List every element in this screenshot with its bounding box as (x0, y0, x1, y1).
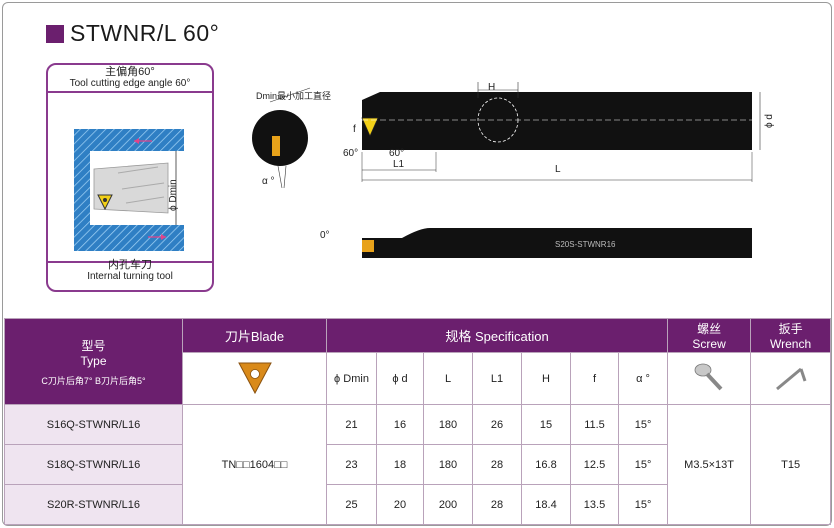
value-cell: 12.5 (570, 444, 619, 485)
type-cell: S16Q-STWNR/L16 (4, 404, 183, 445)
type-cell: S18Q-STWNR/L16 (4, 444, 183, 485)
screw-cell: M3.5×13T (667, 404, 752, 525)
dim-l1: L1 (393, 159, 405, 170)
col-l: L (423, 352, 473, 405)
angle-right: 60° (389, 148, 405, 159)
screw-header-cn: 螺丝 (697, 322, 722, 336)
value-cell: 16.8 (521, 444, 571, 485)
tool-info-card: 主偏角60° Tool cutting edge angle 60° (46, 63, 214, 292)
technical-drawing (252, 82, 761, 258)
value-cell: 15° (617, 444, 669, 485)
value-cell: 28 (472, 444, 522, 485)
table-row: S16Q-STWNR/L16 TN□□1604□□ 21 16 180 26 1… (4, 404, 832, 525)
wrench-header-en: Wrench (770, 337, 812, 351)
value-cell: 20 (376, 484, 424, 525)
dim-zero-angle: 0° (320, 230, 330, 241)
bar-side-view (362, 228, 752, 258)
header-row-1: 型号 Type C刀片后角7° B刀片后角5° 刀片Blade 规格 Speci… (4, 318, 832, 405)
card-footer-cn: 内孔车刀 (108, 259, 152, 271)
card-title-cn: 主偏角60° (105, 66, 155, 78)
value-cell: 180 (423, 444, 473, 485)
blade-header: 刀片Blade (182, 318, 327, 353)
side-view-insert (362, 240, 374, 252)
card-illustration: ϕ Dmin (48, 91, 212, 263)
card-footer-en: Internal turning tool (87, 271, 173, 282)
value-cell: 18 (376, 444, 424, 485)
card-title-en: Tool cutting edge angle 60° (69, 78, 191, 89)
value-cell: 23 (326, 444, 377, 485)
value-cell: 16 (376, 404, 424, 445)
page-title: STWNR/L 60° (70, 20, 220, 46)
insert-icon (237, 362, 272, 395)
value-cell: 180 (423, 404, 473, 445)
type-cell: S20R-STWNR/L16 (4, 484, 183, 525)
end-view-insert (272, 136, 280, 156)
spec-table: 型号 Type C刀片后角7° B刀片后角5° 刀片Blade 规格 Speci… (4, 318, 832, 525)
type-header: 型号 Type C刀片后角7° B刀片后角5° (4, 318, 183, 405)
col-l1: L1 (472, 352, 522, 405)
col-dmin: ϕ Dmin (326, 352, 377, 405)
value-cell: 21 (326, 404, 377, 445)
col-f: f (570, 352, 619, 405)
blade-image-cell (182, 352, 327, 405)
card-footer: 内孔车刀 Internal turning tool (48, 259, 212, 283)
col-d: ϕ d (376, 352, 424, 405)
value-cell: 15° (617, 404, 669, 445)
col-alpha: α ° (617, 352, 669, 405)
value-cell: 13.5 (570, 484, 619, 525)
workpiece-bottom (74, 225, 184, 251)
workpiece-top (74, 129, 184, 151)
dmin-note: Dmin最小加工直径 (256, 91, 332, 101)
value-cell: 18.4 (521, 484, 571, 525)
bar-top-view (362, 92, 752, 150)
screw-header-en: Screw (692, 337, 726, 351)
value-cell: 15 (521, 404, 571, 445)
header-row-2: ϕ Dmin ϕ d L L1 H f α ° (5, 352, 832, 405)
screw-header: 螺丝 Screw (667, 318, 752, 353)
value-cell: 15° (617, 484, 669, 525)
bar-marking: S20S-STWNR16 (555, 240, 616, 249)
dim-h: H (488, 82, 496, 93)
top-view-insert (361, 117, 379, 137)
title-block: STWNR/L 60° (46, 20, 219, 47)
wrench-header-cn: 扳手 (778, 322, 803, 336)
wrench-icon (775, 367, 807, 391)
title-marker (46, 24, 64, 43)
angle-left: 60° (343, 148, 359, 159)
value-cell: 200 (423, 484, 473, 525)
value-cell: 28 (472, 484, 522, 525)
col-h: H (521, 352, 571, 405)
dmin-label: ϕ Dmin (168, 179, 179, 211)
wrench-image-cell (750, 352, 832, 405)
wrench-header: 扳手 Wrench (750, 318, 832, 353)
dim-f: f (353, 124, 356, 135)
screw-image-cell (667, 352, 752, 405)
boring-illustration (74, 129, 184, 251)
value-cell: 26 (472, 404, 522, 445)
table-row: S20R-STWNR/L16 25 20 200 28 18.4 13.5 15… (4, 484, 831, 525)
type-header-cn: 型号 (81, 338, 106, 353)
dim-phi-d: ϕ d (764, 114, 775, 128)
dim-l: L (555, 164, 561, 175)
card-header: 主偏角60° Tool cutting edge angle 60° (48, 66, 212, 90)
dim-alpha: α ° (262, 176, 275, 187)
type-header-en: Type (80, 353, 107, 368)
screw-icon (694, 363, 723, 391)
value-cell: 11.5 (570, 404, 619, 445)
insert-code-cell: TN□□1604□□ (182, 404, 327, 525)
type-header-note: C刀片后角7° B刀片后角5° (41, 375, 146, 386)
value-cell: 25 (326, 484, 377, 525)
spec-header: 规格 Specification (325, 318, 669, 353)
wrench-cell: T15 (750, 404, 832, 525)
